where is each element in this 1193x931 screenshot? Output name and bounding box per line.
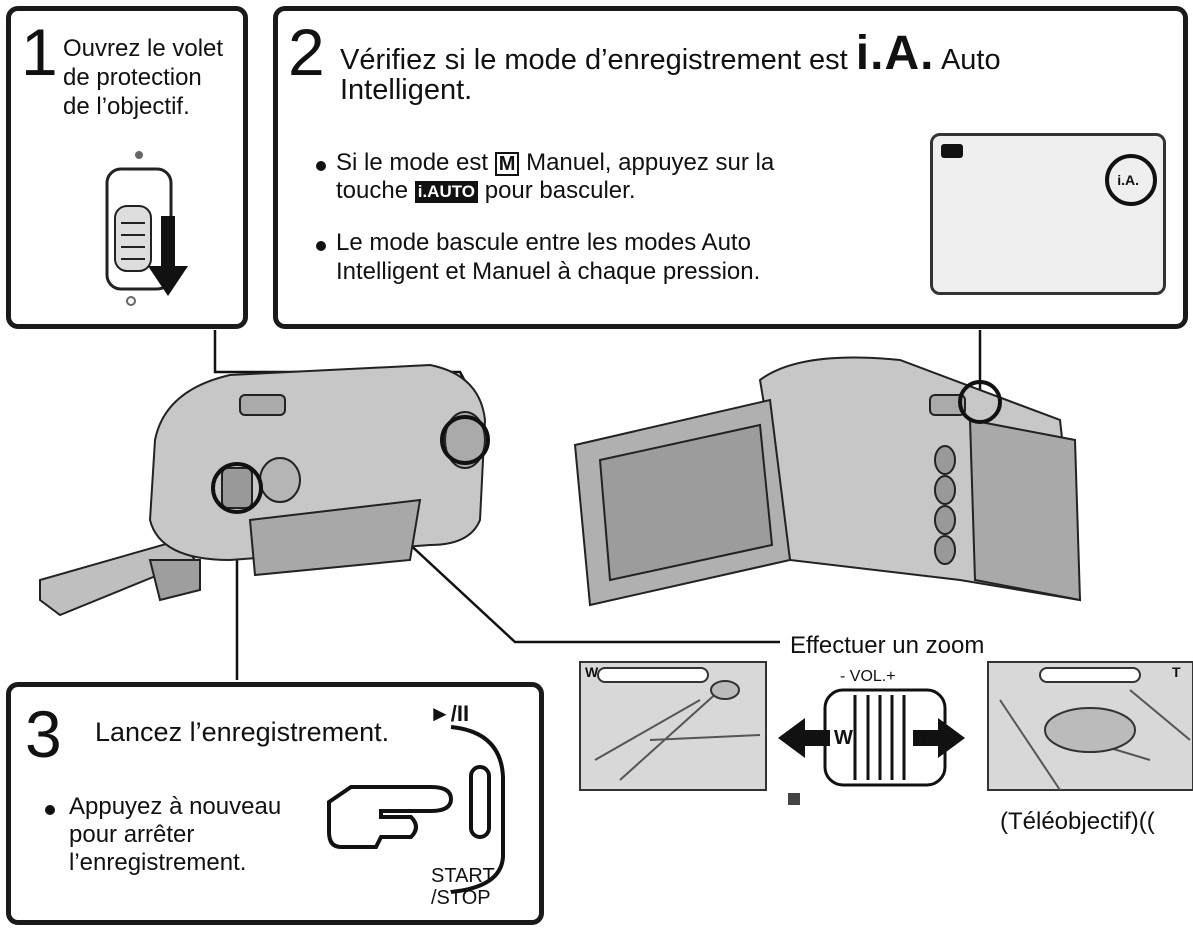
ia-mark-icon: i.A.: [855, 27, 935, 80]
tele-thumb-t-label: T: [1172, 664, 1181, 680]
step3-bullet-line3: l’enregistrement.: [69, 849, 247, 876]
step2-title-line1: Vérifiez si le mode d’enregistrement est…: [340, 30, 1001, 78]
zoom-t-label: T: [918, 727, 931, 749]
step2-panel: 2 Vérifiez si le mode d’enregistrement e…: [273, 6, 1188, 329]
step1-line1: Ouvrez le volet: [63, 35, 224, 62]
wide-thumb-w-label: W: [585, 664, 599, 680]
step3-panel: 3 Lancez l’enregistrement. ►/II Appuyez …: [6, 682, 544, 925]
play-pause-label: ►/II: [429, 701, 470, 726]
zoom-tele-caption: (Téléobjectif)((: [1000, 808, 1155, 835]
highlight-iauto-button: [958, 380, 1002, 424]
step3-number: 3: [25, 697, 62, 771]
step1-line3: de l’objectif.: [63, 93, 190, 120]
start-stop-button-illustration: [327, 725, 505, 894]
step3-bullet-line1: Appuyez à nouveau: [69, 793, 282, 820]
pointing-hand-icon: [327, 785, 454, 849]
zoom-vol-label: - VOL.+: [840, 668, 896, 685]
step1-panel: 1 Ouvrez le volet de protection de l’obj…: [6, 6, 248, 329]
step2-title-prefix: Vérifiez si le mode d’enregistrement est: [340, 44, 848, 76]
ia-highlight-circle: [1105, 154, 1157, 206]
zoom-w-label: W: [834, 727, 853, 749]
step2-bullet1-line2: touche i.AUTO pour basculer.: [336, 177, 636, 204]
zoom-wide-thumbnail: [579, 661, 767, 791]
lens-cover-switch-illustration: [105, 151, 188, 306]
bullet-dot: [316, 161, 326, 171]
bullet-dot: [45, 805, 55, 815]
step2-number: 2: [288, 15, 325, 89]
arrow-right-icon: [913, 718, 965, 758]
step3-title: Lancez l’enregistrement.: [95, 717, 390, 747]
down-arrow-icon: [148, 216, 188, 296]
step3-bullet-line2: pour arrêter: [69, 821, 195, 848]
step2-bullet2-line2: Intelligent et Manuel à chaque pression.: [336, 258, 761, 285]
zoom-tele-thumbnail: [987, 661, 1193, 791]
highlight-start-button: [211, 462, 263, 514]
step2-bullet1-line1: Si le mode est M Manuel, appuyez sur la: [336, 149, 775, 176]
camera-right-illustration: [573, 356, 1082, 607]
m-mode-icon: M: [494, 151, 520, 176]
iauto-button-icon: i.AUTO: [414, 180, 479, 203]
step2-title-line2: Intelligent.: [340, 74, 473, 106]
wide-small-icon: [788, 793, 800, 805]
stop-label: /STOP: [431, 887, 491, 909]
lcd-screen-preview: i.A.: [930, 133, 1166, 295]
step1-number: 1: [21, 15, 58, 89]
bullet-dot: [316, 241, 326, 251]
start-label: START: [431, 865, 495, 887]
step2-title-suffix: Auto: [940, 44, 1001, 76]
highlight-lens-cover: [440, 415, 490, 465]
step2-bullet2-line1: Le mode bascule entre les modes Auto: [336, 229, 751, 256]
step1-line2: de protection: [63, 64, 202, 91]
arrow-left-icon: [778, 718, 830, 758]
zoom-title: Effectuer un zoom: [790, 632, 985, 659]
video-camera-icon: [941, 144, 963, 158]
